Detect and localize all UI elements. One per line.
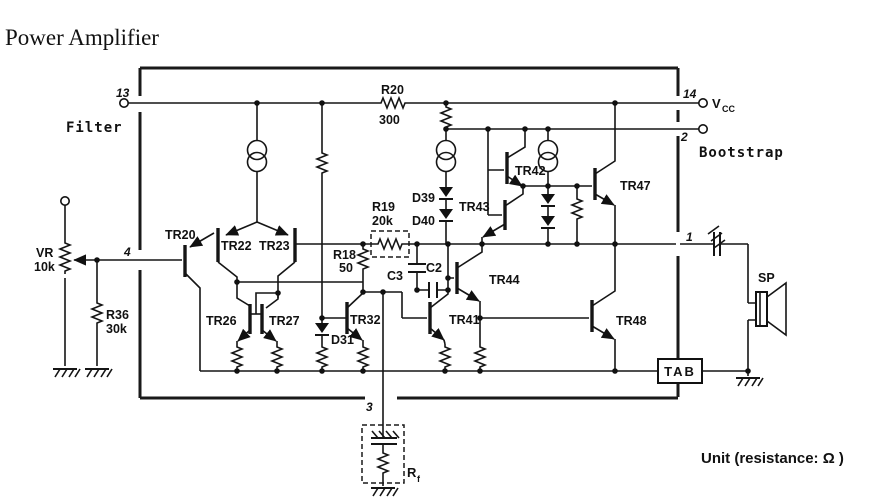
label-tr42: TR42 [515,164,546,178]
pin-4-label: 4 [123,245,131,259]
resistor-rf [361,424,405,484]
label-bootstrap: Bootstrap [699,145,784,161]
pin-13-terminal [119,98,130,109]
pin-14-label: 14 [683,87,697,101]
rf-dashed-box [361,424,405,484]
label-r20-value: 300 [379,113,400,127]
tab-box [657,358,703,384]
emitter-resistors [231,343,486,371]
speaker-icon [755,281,787,337]
pin-1-label: 1 [686,230,693,244]
label-r19-value: 20k [372,214,393,228]
label-d40: D40 [412,214,435,228]
label-c3: C3 [387,269,403,283]
resistor-r36 [91,299,103,327]
label-vr: VR [36,246,53,260]
resistor-x322 [316,149,328,177]
label-r18: R18 [333,248,356,262]
label-vcc-sub: CC [722,104,735,114]
diode-d40 [438,208,454,222]
pin-14-terminal [697,98,708,109]
r19-dashed-box [370,230,410,258]
pin-13-label: 13 [116,86,130,100]
label-rf: R [407,465,417,480]
label-r36: R36 [106,308,129,322]
page-title: Power Amplifier [5,25,159,50]
resistor-x577 [571,195,583,223]
resistor-r18 [357,245,369,273]
label-filter: Filter [66,120,123,136]
wires [64,102,756,486]
label-r19: R19 [372,200,395,214]
label-tab: TAB [664,364,696,379]
label-tr32: TR32 [350,313,381,327]
label-tr20: TR20 [165,228,196,242]
resistor-vr [59,239,71,275]
label-tr48: TR48 [616,314,647,328]
label-tr44: TR44 [489,273,520,287]
label-vr-value: 10k [34,260,55,274]
label-tr26: TR26 [206,314,237,328]
label-r20: R20 [381,83,404,97]
label-rf-sub: f [417,474,421,484]
pin-2-terminal [697,124,708,135]
label-r18-value: 50 [339,261,353,275]
label-tr43: TR43 [459,200,490,214]
bias-diode-1 [540,193,556,207]
label-d39: D39 [412,191,435,205]
transistor-bars [183,152,597,334]
resistor-r19 [370,230,410,258]
pin-3-label: 3 [366,400,373,414]
current-source-2 [435,139,457,173]
pin-terminals [59,98,708,207]
resistor-r20 [377,97,409,109]
vr-top-terminal [59,196,70,207]
label-tr47: TR47 [620,179,651,193]
label-vcc: V [712,96,721,111]
transistor-arrows [73,174,615,342]
pin-2-label: 2 [680,130,688,144]
ic-boundary [138,66,680,400]
resistor-x446 [440,103,452,131]
label-tr23: TR23 [259,239,290,253]
junction-dots [94,100,751,374]
current-source-1 [246,139,268,173]
label-r36-value: 30k [106,322,127,336]
label-c2: C2 [426,261,442,275]
bias-diode-2 [540,215,556,229]
label-tr22: TR22 [221,239,252,253]
diode-d31 [314,322,330,336]
label-tr27: TR27 [269,314,300,328]
label-tr41: TR41 [449,313,480,327]
label-sp: SP [758,271,775,285]
label-unit: Unit (resistance: Ω ) [701,450,844,467]
diode-d39 [438,186,454,200]
label-d31: D31 [331,333,354,347]
